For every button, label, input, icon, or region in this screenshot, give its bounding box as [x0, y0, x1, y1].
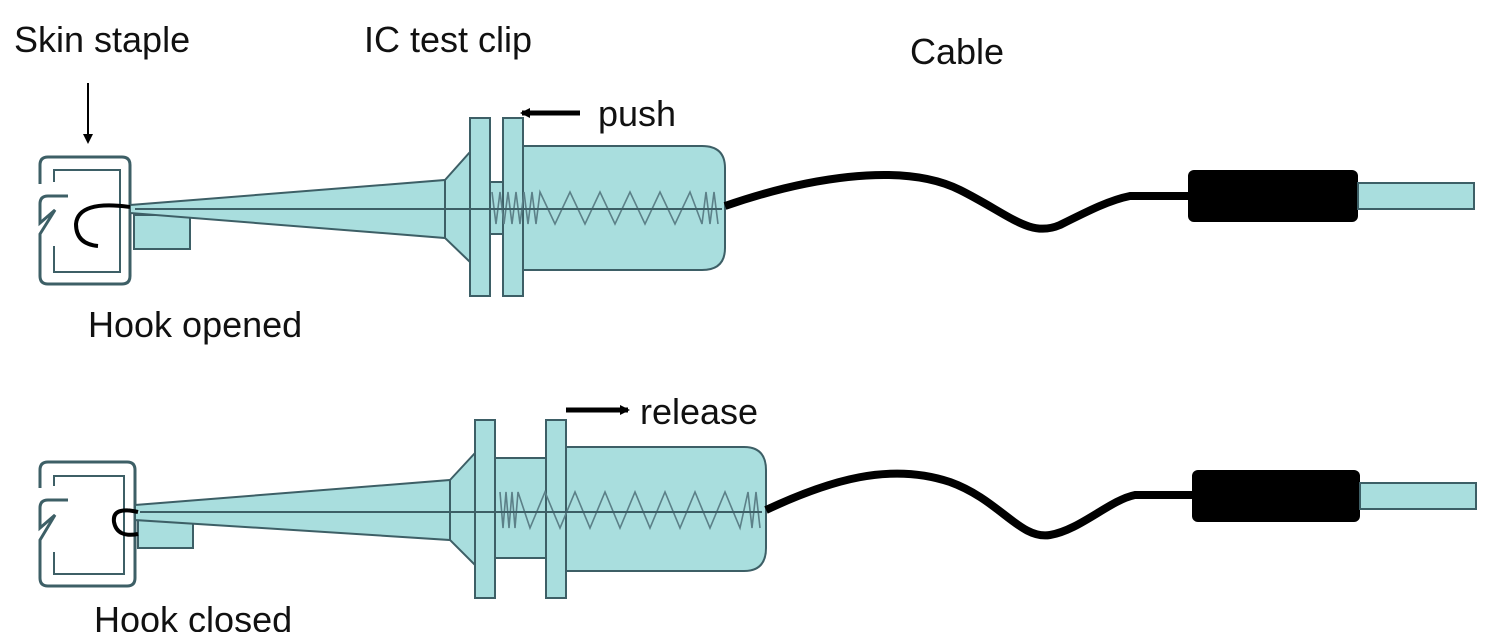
assembly-hook-closed [38, 405, 1477, 599]
plug-body-top [1188, 170, 1358, 222]
spring-bottom [499, 489, 761, 531]
clip-flare-bottom [449, 450, 476, 568]
label-push: push [598, 93, 676, 134]
clip-barrel-bottom [565, 446, 767, 572]
label-release: release [640, 391, 758, 432]
hook-opened [73, 203, 131, 248]
label-skin-staple: Skin staple [14, 19, 190, 60]
cable-top [723, 171, 1190, 233]
label-hook-opened: Hook opened [88, 304, 302, 345]
skin-staple-inner-bottom [53, 475, 125, 575]
label-cable: Cable [910, 31, 1004, 72]
plug-pin-bottom [1359, 482, 1477, 510]
skin-staple-top [38, 155, 132, 286]
plug-body-bottom [1192, 470, 1360, 522]
cable-bottom [764, 469, 1195, 540]
clip-flare-top [444, 149, 471, 265]
skin-staple-inner-top [53, 169, 121, 273]
plug-pin-top [1357, 182, 1475, 210]
clip-disc-left-top [469, 117, 491, 297]
clip-disc-right-bottom [545, 419, 567, 599]
hook-tab-top [133, 214, 191, 250]
clip-disc-left-bottom [474, 419, 496, 599]
label-hook-closed: Hook closed [94, 599, 292, 632]
assembly-hook-opened [38, 108, 1475, 297]
skin-staple-bottom [38, 460, 137, 588]
hook-closed [111, 508, 139, 537]
label-ic-test-clip: IC test clip [364, 19, 532, 60]
